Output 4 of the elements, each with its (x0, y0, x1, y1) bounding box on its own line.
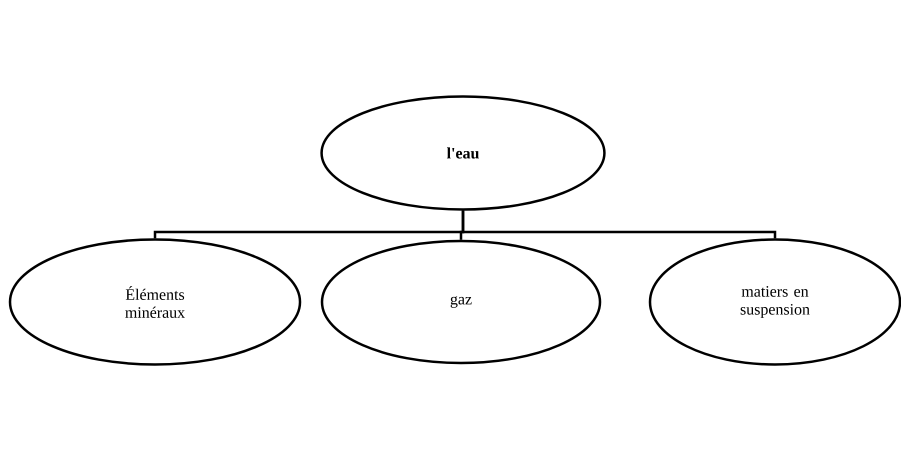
ellipse-node: l'eau (320, 95, 606, 211)
connector-line (462, 210, 776, 238)
ellipse-node: gaz (320, 240, 602, 364)
ellipse-node: Éléments minéraux (8, 238, 302, 366)
